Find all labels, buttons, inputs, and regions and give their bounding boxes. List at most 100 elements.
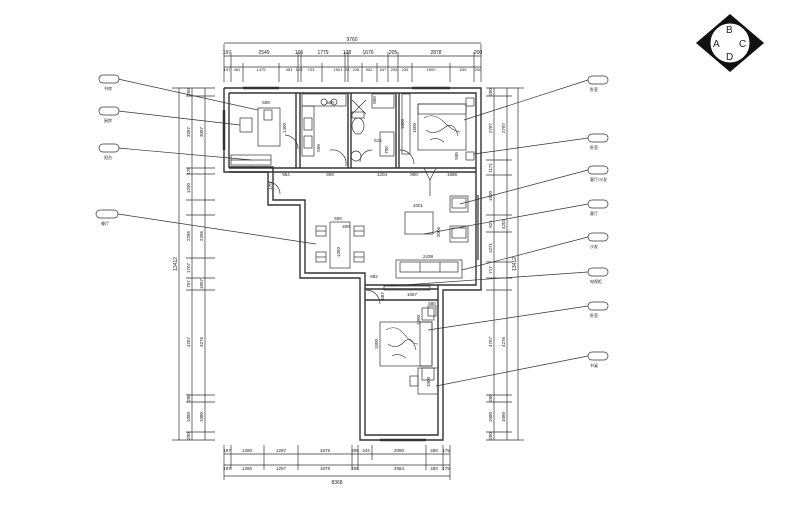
dining-furniture [315, 221, 365, 269]
label-kitchen: 厨房 [104, 117, 112, 123]
dim-bottom-r2: 450 [430, 466, 438, 471]
dim-hall: 1087 [407, 292, 418, 297]
dim-right-inner: 1171 [488, 163, 493, 173]
dim-bottom-r1: 1679 [320, 448, 331, 453]
dim-kitchen-counter: 550 [316, 144, 321, 152]
right-dimension-text: 13412 200 2787 1171 1500 821 1271 717 47… [488, 88, 518, 440]
dim-top-r2: 453 [286, 67, 293, 72]
bathroom-fixtures [350, 93, 395, 163]
dim-top-r1: 106 [295, 50, 304, 56]
dim-bed1-wardrobe: 1800 [400, 118, 405, 129]
dim-top-r1: 2549 [258, 50, 269, 56]
bedroom2-furniture [379, 305, 439, 395]
dim-bottom-r1: 197 [223, 448, 231, 453]
dim-right-inner: 2787 [488, 122, 493, 133]
label-balcony: 阳台 [104, 154, 112, 160]
right-dimension-lines [486, 87, 524, 441]
bottom-dimension-text: 197 1390 1297 1679 208 444 2090 450 175 … [223, 448, 450, 486]
leader-labels: 书房 厨房 阳台 餐厅 卧室 卧室 客厅/沙发 客厅 沙发 电视柜 卧室 书桌 [101, 85, 607, 368]
dim-top-r1: 1779 [317, 50, 328, 56]
dim-right-inner: 4767 [488, 336, 493, 347]
dim-bottom-r2: 208 [351, 466, 359, 471]
kitchen-furniture [301, 93, 347, 167]
dim-right-inner: 200 [488, 432, 493, 440]
bottom-dimension-lines [223, 445, 451, 480]
study-furniture [230, 107, 299, 166]
dim-bed1-side: 500 [454, 152, 459, 160]
label-r2: 客厅/沙发 [590, 176, 607, 182]
dim-left-outer: 2395 [199, 230, 204, 241]
walls [223, 87, 482, 441]
dim-right-outer: 2787 [501, 122, 506, 133]
label-study: 书房 [104, 85, 112, 91]
dim-coffee-table: 1001 [413, 203, 424, 208]
dim-coffee-table-depth: 2006 [436, 226, 441, 237]
dim-corridor: 1204 [377, 172, 388, 177]
dim-right-inner: 1271 [488, 242, 493, 253]
dim-left-outer: 3087 [199, 126, 204, 137]
dim-bath-top: 850 [372, 96, 377, 104]
dim-right-outer: 4203 [501, 218, 506, 229]
dim-right-inner: 1500 [488, 190, 493, 201]
label-r5: 电视柜 [590, 278, 602, 284]
dim-left-outer: 4276 [199, 336, 204, 347]
dim-top-r2: 547 [380, 67, 387, 72]
dim-bed2-width: 1800 [416, 314, 421, 325]
dim-bottom-r1: 1390 [242, 448, 253, 453]
dim-top-r2: 902 [366, 67, 373, 72]
room-dimension-text: 600 1400 600 550 850 515 700 1800 1500 5… [262, 96, 459, 387]
dim-left-inner: 4767 [186, 336, 191, 347]
label-r3: 客厅 [590, 210, 598, 216]
dim-right-inner: 717 [488, 266, 493, 274]
dim-corridor: 954 [282, 172, 290, 177]
dim-top-overall: 9760 [346, 37, 357, 43]
dim-left-overall: 13412 [173, 257, 179, 271]
compass-icon: B A C D [696, 14, 764, 72]
dim-bottom-r2: 1297 [276, 466, 287, 471]
dim-bath-mid: 515 [374, 138, 382, 143]
label-dining: 餐厅 [101, 220, 109, 226]
dim-right-inner: 200 [488, 88, 493, 96]
dim-top-r1: 2878 [430, 50, 441, 56]
dim-bath-mid2: 700 [384, 146, 389, 154]
compass-south: D [726, 52, 733, 63]
dim-top-r2: 239 [402, 67, 409, 72]
dim-right-inner: 821 [488, 220, 493, 228]
dim-bed2-bed: 1500 [374, 338, 379, 349]
compass-north: B [726, 25, 733, 36]
label-r6: 卧室 [590, 312, 598, 318]
dim-bottom-r2: 2984 [394, 466, 405, 471]
dim-left-inner: 1080 [186, 411, 191, 422]
dim-left-outer: 1857 [199, 278, 204, 289]
dim-bed2-desk: 1000 [426, 376, 431, 387]
dim-top-r2: 29 [345, 67, 350, 72]
dim-top-r2: 226 [353, 67, 360, 72]
left-dimension-lines [172, 87, 215, 441]
dim-bottom-r1: 444 [362, 448, 370, 453]
dim-left-inner: 1707 [186, 262, 191, 273]
dim-tv-side: 882 [370, 274, 378, 279]
dim-right-inner: 200 [488, 394, 493, 402]
dim-left-inner: 200 [186, 394, 191, 402]
dim-top-r2: 200 [475, 67, 482, 72]
label-r1: 卧室 [590, 144, 598, 150]
dim-dining-len: 1350 [336, 246, 341, 257]
compass-east: C [739, 39, 746, 50]
dim-left-inner: 1290 [186, 182, 191, 193]
dim-bottom-r1: 208 [351, 448, 359, 453]
label-r0: 卧室 [590, 86, 598, 92]
dim-study-desk: 600 [262, 100, 270, 105]
dim-bed2-side: 580 [428, 301, 436, 306]
dim-top-r1: 205 [389, 50, 398, 56]
dim-bottom-r1: 1297 [276, 448, 287, 453]
dim-entry-door: 170 [268, 182, 273, 190]
dim-hall-small: 687 [380, 292, 385, 300]
top-dimension-text: 9760 197 2549 106 1779 128 1676 205 2878… [223, 37, 483, 72]
dim-top-r1: 197 [223, 50, 232, 56]
dim-left-inner: 707 [186, 280, 191, 288]
dim-sofa: 2438 [423, 254, 434, 259]
bedroom1-furniture [399, 93, 475, 165]
dim-kitchen-top: 600 [326, 100, 334, 105]
label-r4: 沙发 [590, 243, 598, 249]
dim-bottom-overall: 8368 [331, 480, 342, 486]
